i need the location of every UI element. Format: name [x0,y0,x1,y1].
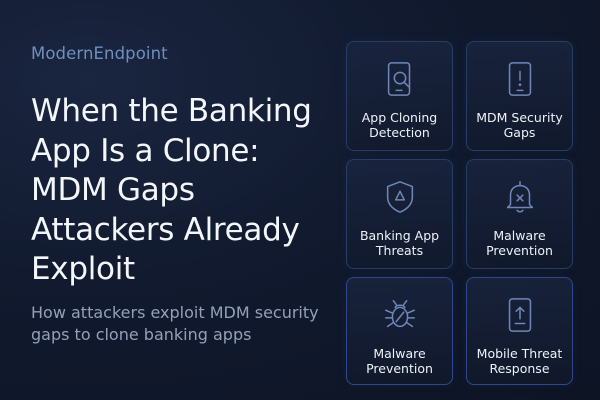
card-label: Mobile Threat Response [476,346,563,376]
card-label: App Cloning Detection [361,110,438,140]
card-mobile-threat-response: Mobile Threat Response [466,277,573,385]
card-malware-prevention-bug: Malware Prevention [346,277,453,385]
card-label: Malware Prevention [486,228,553,258]
card-mdm-security-gaps: MDM Security Gaps [466,41,573,151]
page-title: When the Banking App Is a Clone: MDM Gap… [31,93,312,287]
bell-x-icon [506,181,533,213]
card-malware-prevention: Malware Prevention [466,159,573,269]
page-subtitle: How attackers exploit MDM security gaps … [31,303,319,344]
brand-logo-text: ModernEndpoint [31,44,168,63]
card-banking-app-threats: Banking App Threats [346,159,453,269]
phone-alert-icon [508,62,531,96]
card-label: Malware Prevention [366,346,433,376]
card-app-cloning-detection: App Cloning Detection [346,41,453,151]
shield-warning-icon [386,181,413,213]
card-label: Banking App Threats [359,228,440,258]
card-label: MDM Security Gaps [476,110,563,140]
phone-upload-icon [508,298,531,332]
bug-icon [384,299,415,328]
phone-search-icon [387,62,410,96]
